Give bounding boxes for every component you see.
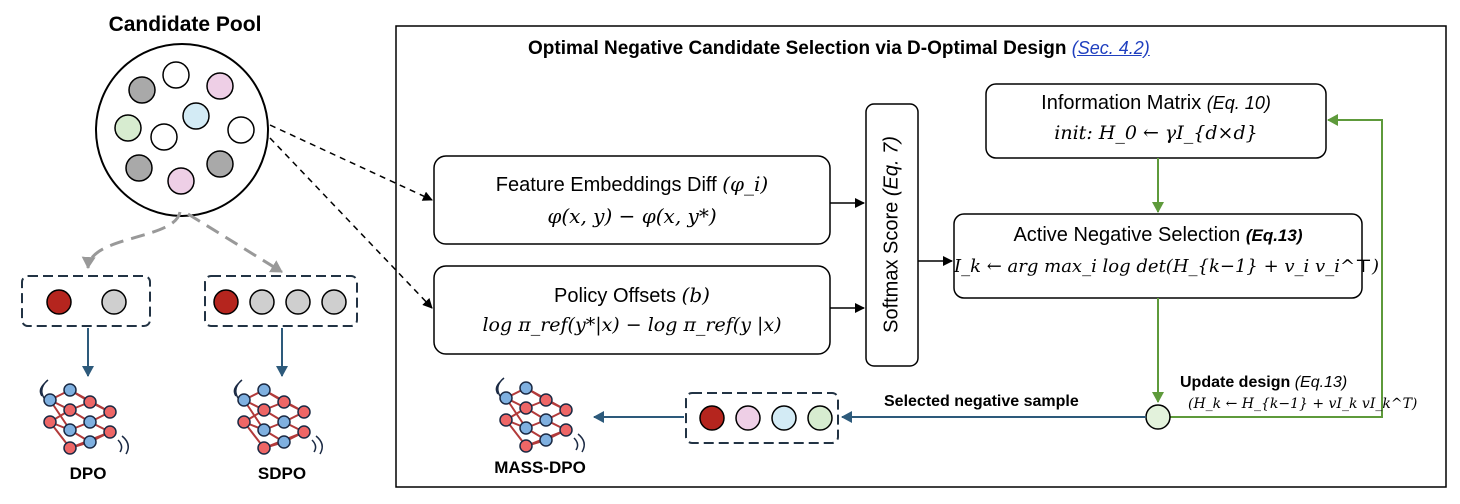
softmax-label-row: Softmax Score (Eq. 7) (881, 105, 904, 365)
policy-box-formula: log π_ref(y*|x) − log π_ref(y |x) (482, 314, 782, 336)
update-formula: (H_k ← H_{k−1} + vI_k vI_k^T) (1188, 396, 1418, 412)
feature-box-formula: φ(x, y) − φ(x, y*) (547, 204, 717, 228)
active-box-formula: I_k ← arg max_i log det(H_{k−1} + v_i v_… (954, 256, 1379, 277)
selected-sample-box (685, 392, 839, 444)
softmax-ref: (Eq. 7) (880, 136, 903, 197)
selection-node (1145, 404, 1171, 430)
pool-to-dpo-arrow (81, 211, 182, 269)
main-box-title: Optimal Negative Candidate Selection via… (528, 38, 1067, 59)
main-box (395, 25, 1447, 488)
candidate-pool-items (114, 61, 255, 195)
section-link[interactable]: (Sec. 4.2) (1071, 38, 1150, 58)
active-box-label: Active Negative Selection (1013, 224, 1241, 246)
feature-box-label-math: (φ_i) (722, 172, 769, 196)
update-loop-arrow (1170, 114, 1383, 418)
dpo-sample-box (21, 275, 151, 327)
mass-dpo-label: MASS-DPO (494, 458, 586, 477)
policy-box-label-row: Policy Offsets (b) (434, 283, 830, 308)
policy-box (433, 265, 831, 355)
softmax-box (865, 103, 919, 367)
sdpo-network-icon (233, 379, 324, 455)
feature-box (433, 155, 831, 245)
active-box-ref: (Eq.13) (1245, 226, 1303, 245)
dpo-network-icon (39, 379, 130, 455)
info-box (985, 83, 1327, 159)
candidate-pool-title: Candidate Pool (108, 13, 262, 36)
policy-box-label: Policy Offsets (554, 285, 676, 307)
info-box-label-row: Information Matrix (Eq. 10) (986, 92, 1326, 115)
active-box-label-row: Active Negative Selection (Eq.13) (954, 224, 1362, 247)
feature-box-label-row: Feature Embeddings Diff (φ_i) (434, 172, 830, 197)
update-label: Update design (1180, 374, 1291, 391)
feature-box-label: Feature Embeddings Diff (495, 174, 717, 196)
main-box-title-row: Optimal Negative Candidate Selection via… (528, 38, 1348, 60)
update-label-row: Update design (Eq.13) (1180, 374, 1400, 392)
info-box-formula: init: H_0 ← γI_{d×d} (1054, 122, 1258, 144)
mass-dpo-network-icon (495, 377, 586, 453)
dpo-label: DPO (69, 464, 107, 483)
sdpo-sample-box (204, 275, 358, 327)
info-box-ref: (Eq. 10) (1206, 93, 1271, 113)
pool-to-feature-arrow (269, 124, 433, 201)
softmax-label: Softmax Score (880, 201, 903, 333)
info-box-label: Information Matrix (1041, 92, 1202, 114)
policy-box-label-math: (b) (681, 283, 710, 307)
sdpo-label: SDPO (257, 464, 307, 483)
update-ref: (Eq.13) (1294, 374, 1348, 391)
selected-negative-label: Selected negative sample (884, 393, 1079, 410)
pool-to-sdpo-arrow (187, 212, 283, 274)
